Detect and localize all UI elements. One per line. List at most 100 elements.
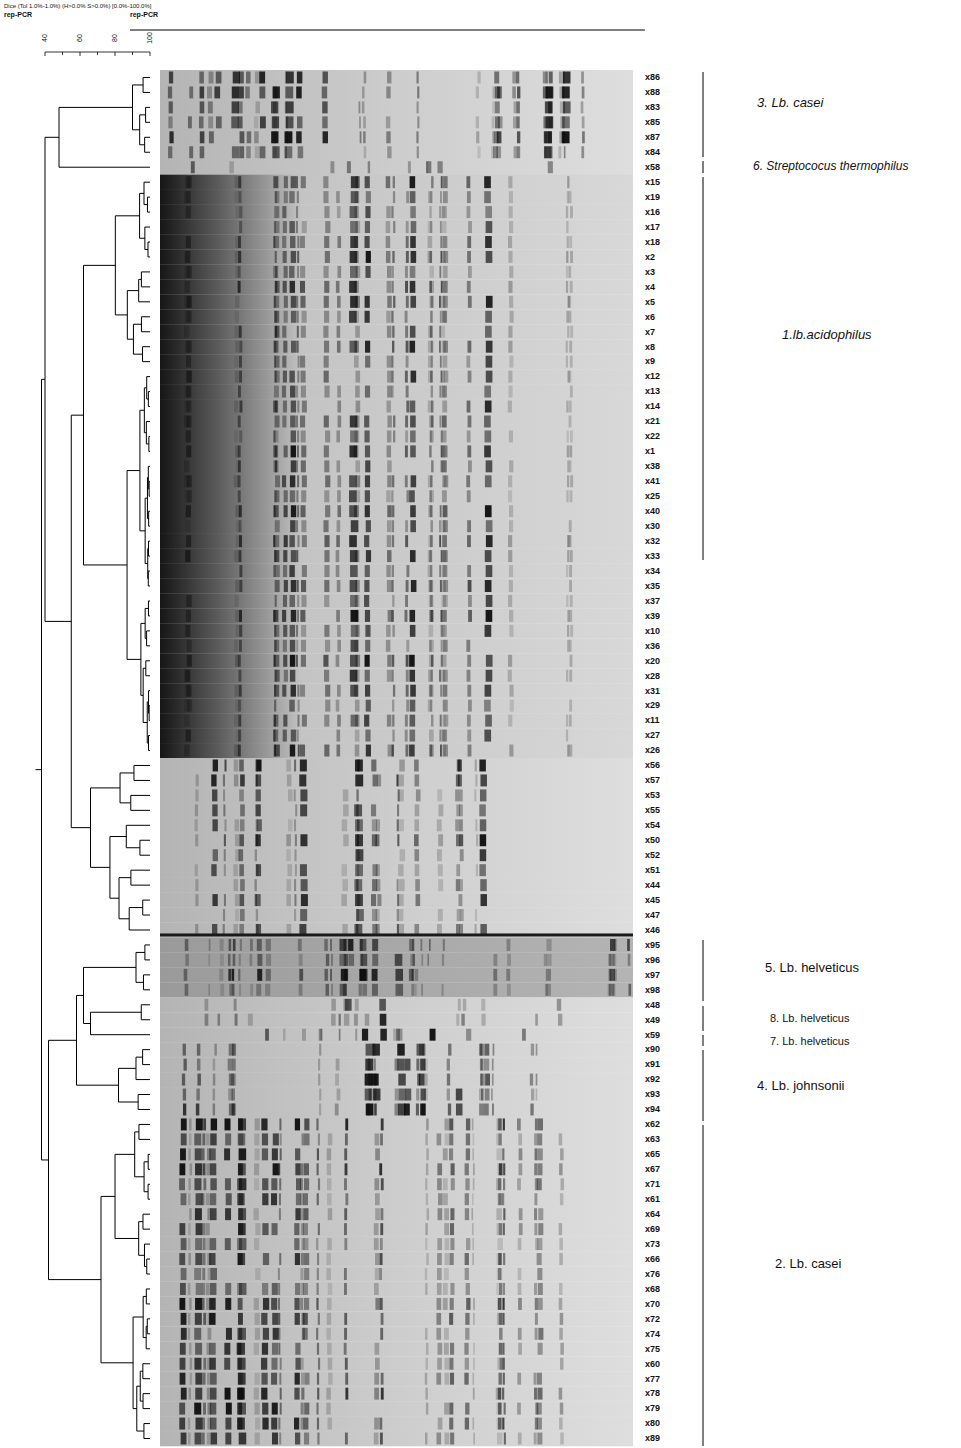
gel-band	[463, 999, 466, 1011]
gel-band	[486, 460, 493, 472]
gel-band	[337, 386, 341, 398]
gel-band	[467, 445, 471, 457]
gel-band	[274, 640, 276, 652]
gel-band	[275, 311, 277, 323]
gel-band	[420, 1089, 425, 1101]
gel-band	[392, 535, 394, 547]
gel-band	[372, 864, 377, 876]
gel-band	[468, 595, 472, 607]
gel-lane	[160, 130, 633, 145]
gel-band	[196, 1104, 199, 1116]
gel-band	[301, 430, 306, 442]
gel-band	[476, 864, 478, 876]
gel-band	[296, 640, 298, 652]
gel-band	[508, 535, 512, 547]
gel-band	[410, 416, 416, 428]
gel-band	[300, 760, 307, 772]
gel-band	[272, 116, 279, 128]
gel-band	[289, 371, 294, 383]
gel-band	[286, 894, 291, 906]
gel-band	[411, 221, 417, 233]
gel-band	[360, 969, 366, 981]
gel-band	[419, 1074, 424, 1086]
gel-band	[404, 1104, 410, 1116]
gel-band	[275, 356, 280, 368]
gel-band	[273, 430, 278, 442]
gel-band	[238, 1133, 246, 1145]
gel-band	[196, 1089, 199, 1101]
gel-band	[280, 1133, 282, 1145]
gel-band	[570, 251, 573, 263]
gel-band	[337, 715, 341, 727]
gel-band	[566, 715, 568, 727]
gel-band	[290, 281, 295, 293]
gel-band	[181, 1193, 187, 1205]
gel-band	[188, 1178, 190, 1190]
gel-band	[324, 715, 329, 727]
gel-band	[260, 116, 266, 128]
gel-band	[562, 131, 570, 143]
gel-lane	[160, 788, 633, 803]
gel-band	[234, 685, 238, 697]
gel-band	[443, 715, 448, 727]
gel-band	[301, 176, 306, 188]
gel-band	[531, 1044, 534, 1056]
gel-band	[275, 221, 280, 233]
gel-band	[466, 640, 470, 652]
gel-band	[356, 401, 361, 413]
gel-band	[365, 311, 370, 323]
gel-band	[509, 505, 513, 517]
gel-band	[272, 146, 279, 158]
gel-band	[363, 116, 366, 128]
gel-band	[365, 1014, 370, 1026]
gel-band	[372, 834, 377, 846]
gel-band	[286, 834, 291, 846]
gel-band	[538, 1118, 543, 1130]
gel-band	[210, 1133, 216, 1145]
gel-band	[302, 401, 307, 413]
gel-band	[538, 1148, 543, 1160]
gel-band	[271, 1178, 277, 1190]
gel-band	[485, 206, 492, 218]
gel-band	[398, 1029, 403, 1041]
gel-band	[398, 1074, 405, 1086]
gel-lane	[160, 1102, 633, 1117]
gel-band	[318, 1133, 320, 1145]
gel-band	[395, 969, 403, 981]
gel-band	[337, 401, 341, 413]
gel-band	[236, 206, 240, 218]
gel-band	[189, 146, 193, 158]
gel-band	[356, 371, 361, 383]
gel-band	[266, 954, 271, 966]
gel-band	[497, 1238, 502, 1250]
gel-band	[392, 715, 394, 727]
gel-band	[428, 700, 433, 712]
gel-band	[206, 1163, 210, 1175]
gel-band	[266, 939, 271, 951]
gel-band	[468, 610, 472, 622]
gel-band	[301, 445, 306, 457]
gel-band	[393, 176, 395, 188]
gel-band	[274, 341, 276, 353]
gel-band	[442, 610, 447, 622]
gel-band	[443, 595, 448, 607]
gel-band	[262, 1148, 268, 1160]
gel-band	[567, 475, 569, 487]
gel-band	[479, 804, 485, 816]
gel-band	[232, 1044, 235, 1056]
gel-band	[365, 460, 370, 472]
gel-band	[392, 595, 394, 607]
gel-lane	[160, 459, 633, 474]
gel-band	[229, 161, 234, 173]
gel-band	[342, 819, 347, 831]
gel-band	[379, 999, 386, 1011]
gel-band	[184, 745, 189, 757]
gel-band	[486, 221, 493, 233]
gel-lane	[160, 579, 633, 594]
gel-band	[265, 984, 270, 996]
gel-lane	[160, 429, 633, 444]
gel-band	[439, 386, 441, 398]
gel-band	[228, 1059, 233, 1071]
gel-band	[509, 430, 513, 442]
gel-lane	[160, 848, 633, 863]
